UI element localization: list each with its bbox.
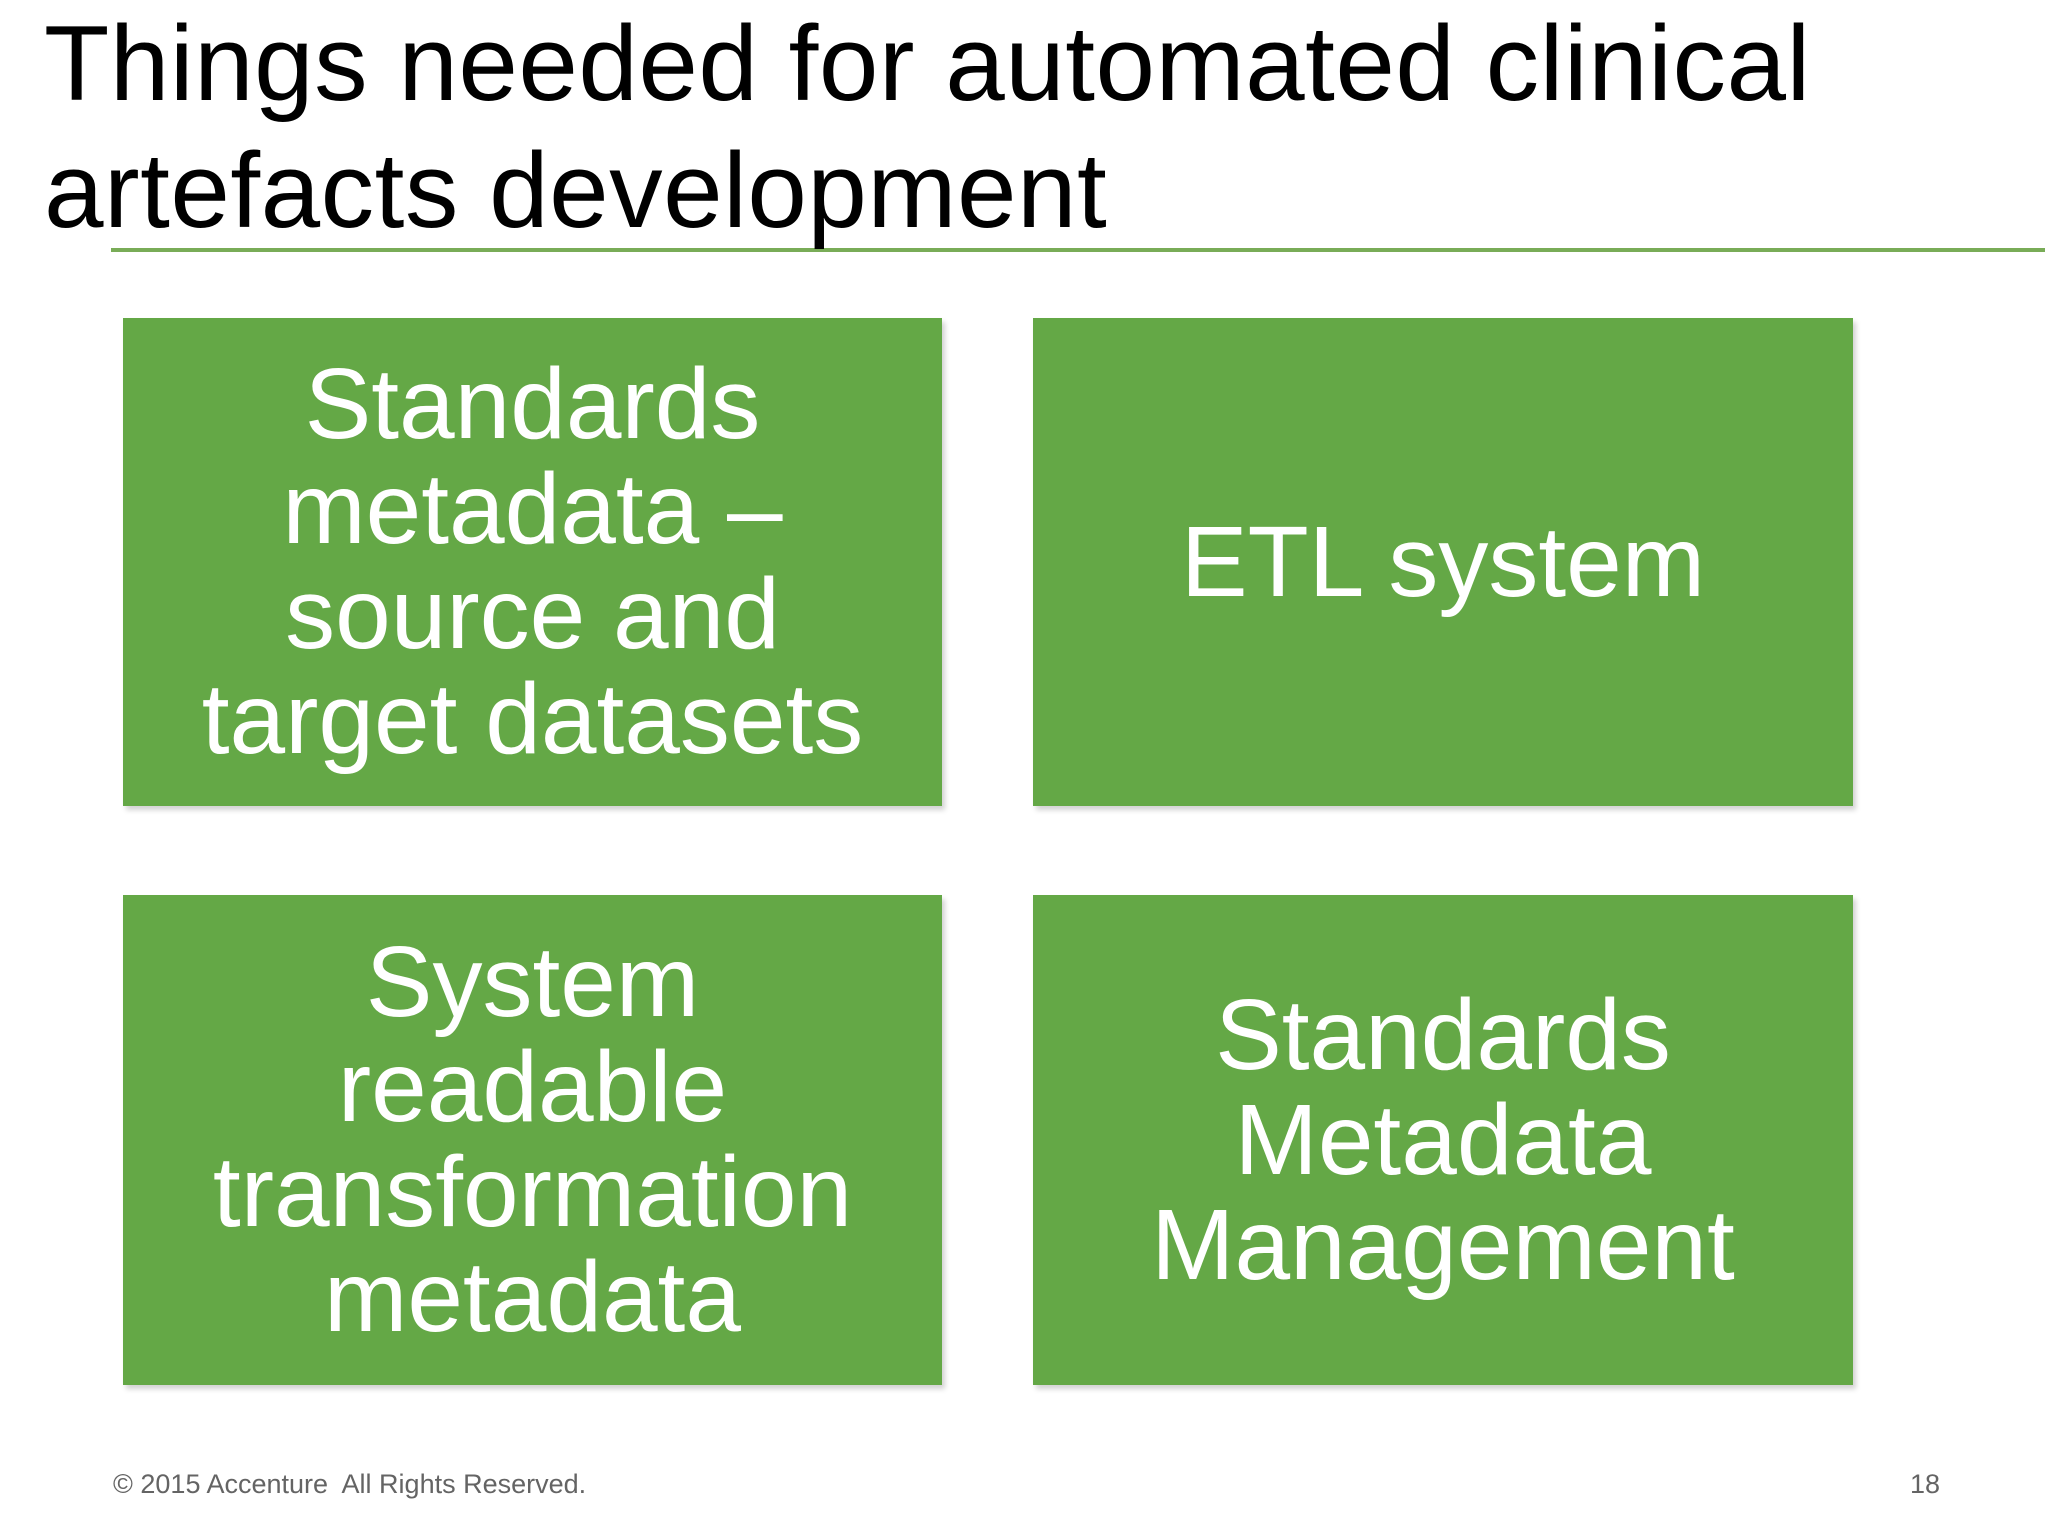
box-standards-metadata-source-and-target-datasets: Standards metadata – source and target d… <box>123 318 942 806</box>
box-etl-system: ETL system <box>1033 318 1853 806</box>
page-number: 18 <box>1909 1469 1940 1499</box>
box-text-etl-system: ETL system <box>1180 505 1706 618</box>
copyright-text: © 2015 Accenture All Rights Reserved. <box>113 1469 587 1499</box>
box-system-readable-transformation-metadata: System readable transformation metadata <box>123 895 942 1385</box>
box-text-system-readable: System readable transformation metadata <box>212 926 853 1353</box>
box-standards-metadata-management: Standards Metadata Management <box>1033 895 1853 1385</box>
title-underline <box>111 248 2045 252</box>
box-text-standards-metadata-management: Standards Metadata Management <box>1151 978 1735 1301</box>
slide-title: Things needed for automated clinical art… <box>44 3 1811 250</box>
box-text-standards-metadata: Standards metadata – source and target d… <box>201 348 864 775</box>
